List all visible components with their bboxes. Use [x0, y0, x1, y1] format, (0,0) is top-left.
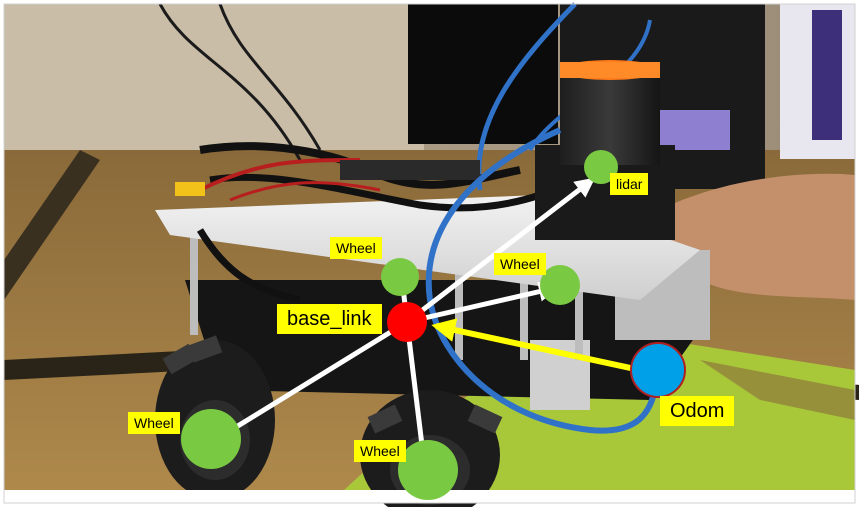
wheel-back-right-label: Wheel — [494, 253, 546, 275]
wheel-front-left-marker — [181, 409, 241, 469]
base-link-label: base_link — [277, 304, 382, 334]
arrow-to-lidar — [405, 177, 596, 324]
wheel-back-left-label: Wheel — [330, 237, 382, 259]
base-link-marker — [387, 302, 427, 342]
lidar-marker — [584, 150, 618, 184]
pc-glow — [660, 110, 730, 150]
lidar-label: lidar — [610, 173, 649, 195]
odom-marker — [630, 342, 686, 398]
wall-panel — [4, 4, 424, 154]
arrow-odom-to-base-link — [431, 318, 641, 373]
mat-gap — [700, 360, 855, 420]
connector — [175, 182, 205, 196]
arrow-to-wheel-front-left — [211, 319, 409, 443]
lidar-body — [560, 75, 660, 165]
battery — [340, 160, 480, 180]
odom-label: Odom — [660, 396, 735, 426]
wheel-front-right-label: Wheel — [354, 440, 406, 462]
ethernet-cable — [425, 127, 658, 434]
book-spine — [812, 10, 842, 140]
floor-edge — [4, 150, 100, 300]
wheel-front-left-label: Wheel — [128, 412, 180, 434]
wheel-back-left-marker — [381, 258, 419, 296]
pc-tower — [408, 4, 558, 144]
wheel-front-right-marker — [398, 440, 458, 500]
arrow-to-wheel-back-right — [406, 281, 559, 325]
wheel-back-right-marker — [540, 265, 580, 305]
